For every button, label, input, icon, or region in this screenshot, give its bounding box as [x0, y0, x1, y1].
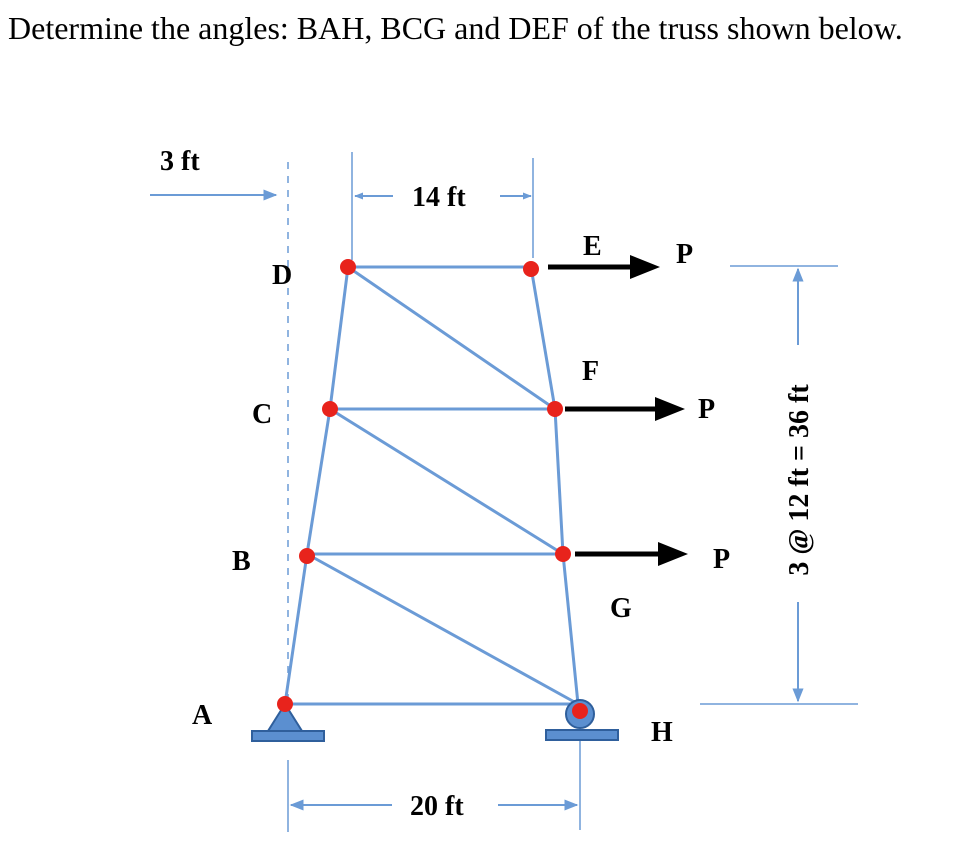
- node-label-d: D: [272, 260, 292, 291]
- member-df: [346, 265, 557, 411]
- joint-e: [523, 261, 539, 277]
- member-bc: [305, 407, 332, 556]
- joint-g: [555, 546, 571, 562]
- load-arrow-e: [548, 255, 660, 279]
- node-label-b: B: [232, 546, 251, 577]
- dim-label-offset: 3 ft: [160, 146, 200, 177]
- joint-a: [277, 696, 293, 712]
- node-label-e: E: [583, 231, 602, 262]
- member-cd: [328, 265, 350, 411]
- member-fg: [553, 407, 565, 556]
- dim-label-top-width: 14 ft: [412, 182, 466, 213]
- joint-c: [322, 401, 338, 417]
- load-arrow-f: [565, 397, 685, 421]
- node-label-c: C: [252, 399, 272, 430]
- load-arrow-g: [575, 542, 688, 566]
- dim-label-height: 3 @ 12 ft = 36 ft: [784, 384, 815, 576]
- dim-label-bottom-width: 20 ft: [410, 791, 464, 822]
- load-label-g: P: [713, 544, 730, 575]
- load-label-f: P: [698, 394, 715, 425]
- problem-statement: Determine the angles: BAH, BCG and DEF o…: [8, 10, 903, 46]
- joint-f: [547, 401, 563, 417]
- load-label-e: P: [676, 239, 693, 270]
- member-ef: [529, 265, 557, 411]
- member-ab: [283, 552, 309, 706]
- node-label-a: A: [192, 700, 213, 731]
- node-label-h: H: [651, 717, 673, 748]
- member-gh: [561, 552, 580, 706]
- node-label-g: G: [610, 593, 632, 624]
- member-bh: [305, 552, 580, 706]
- joints: [277, 259, 588, 719]
- truss-members: [283, 265, 580, 706]
- pin-support: [251, 702, 325, 742]
- joint-h: [572, 703, 588, 719]
- joint-b: [299, 548, 315, 564]
- member-cg: [328, 407, 565, 556]
- node-label-f: F: [582, 356, 599, 387]
- joint-d: [340, 259, 356, 275]
